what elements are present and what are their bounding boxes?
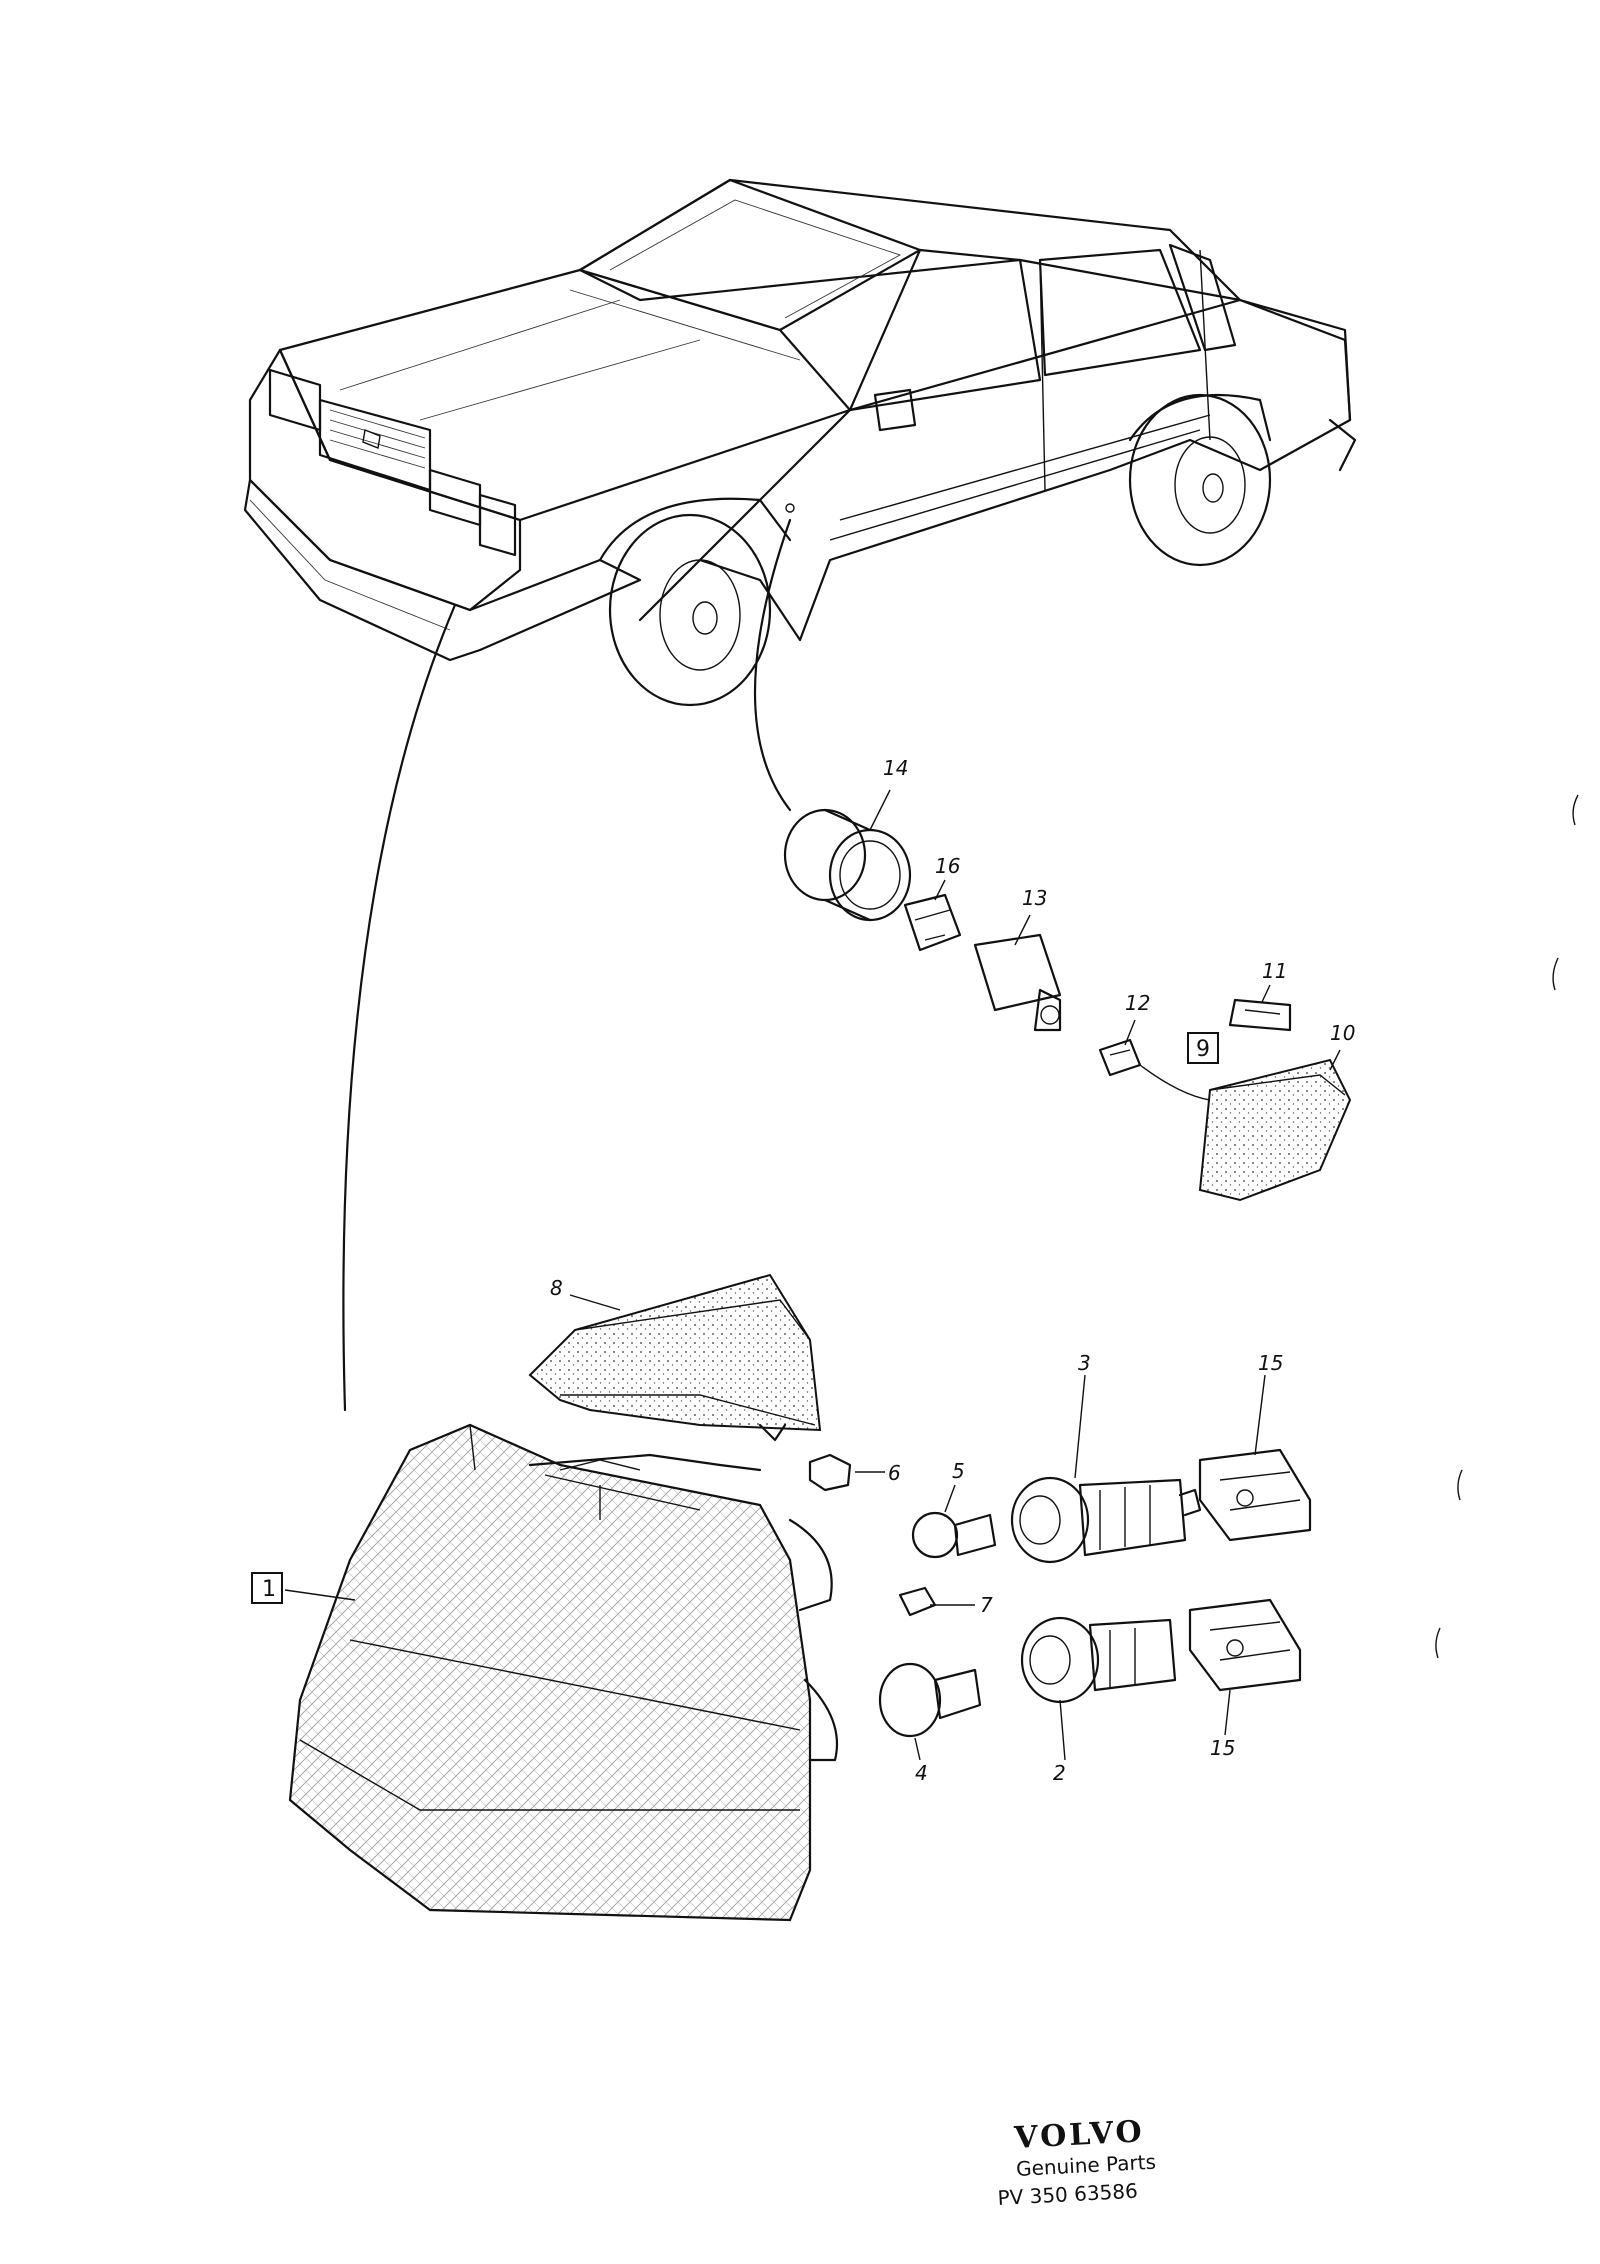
turn-signal-lamp: [288, 1273, 839, 1922]
callout-12: 12: [1125, 991, 1150, 1015]
footer-block: VOLVO Genuine Parts PV 350 63586: [997, 2114, 1157, 2210]
callout-15-lower: 15: [1210, 1736, 1235, 1760]
leader-lines: [284, 789, 1341, 1761]
callout-2: 2: [1053, 1761, 1066, 1785]
leader-line-front: [342, 603, 457, 1412]
callout-9-label: 9: [1196, 1037, 1210, 1062]
callout-16: 16: [935, 854, 960, 878]
callout-4: 4: [915, 1761, 928, 1785]
callout-5: 5: [952, 1459, 965, 1483]
callout-1: 1: [251, 1572, 283, 1604]
callout-1-label: 1: [262, 1577, 276, 1602]
connector: [1188, 1448, 1312, 1692]
callout-10: 10: [1330, 1021, 1355, 1045]
edge-marks: [1435, 794, 1579, 1659]
callout-13: 13: [1022, 886, 1047, 910]
side-marker-lamp: [783, 808, 1352, 1202]
leader-line-side: [753, 518, 792, 812]
callout-8: 8: [550, 1276, 563, 1300]
callout-7: 7: [980, 1593, 993, 1617]
socket: [808, 1453, 1202, 1738]
callout-14: 14: [883, 756, 908, 780]
callout-6: 6: [888, 1461, 901, 1485]
reference-number: PV 350 63586: [997, 2179, 1138, 2210]
brand-logo: VOLVO: [1013, 2114, 1146, 2156]
callout-3: 3: [1078, 1351, 1091, 1375]
callout-15-upper: 15: [1258, 1351, 1283, 1375]
car-illustration: [243, 178, 1357, 707]
callout-9: 9: [1187, 1032, 1219, 1064]
callout-11: 11: [1262, 959, 1287, 983]
